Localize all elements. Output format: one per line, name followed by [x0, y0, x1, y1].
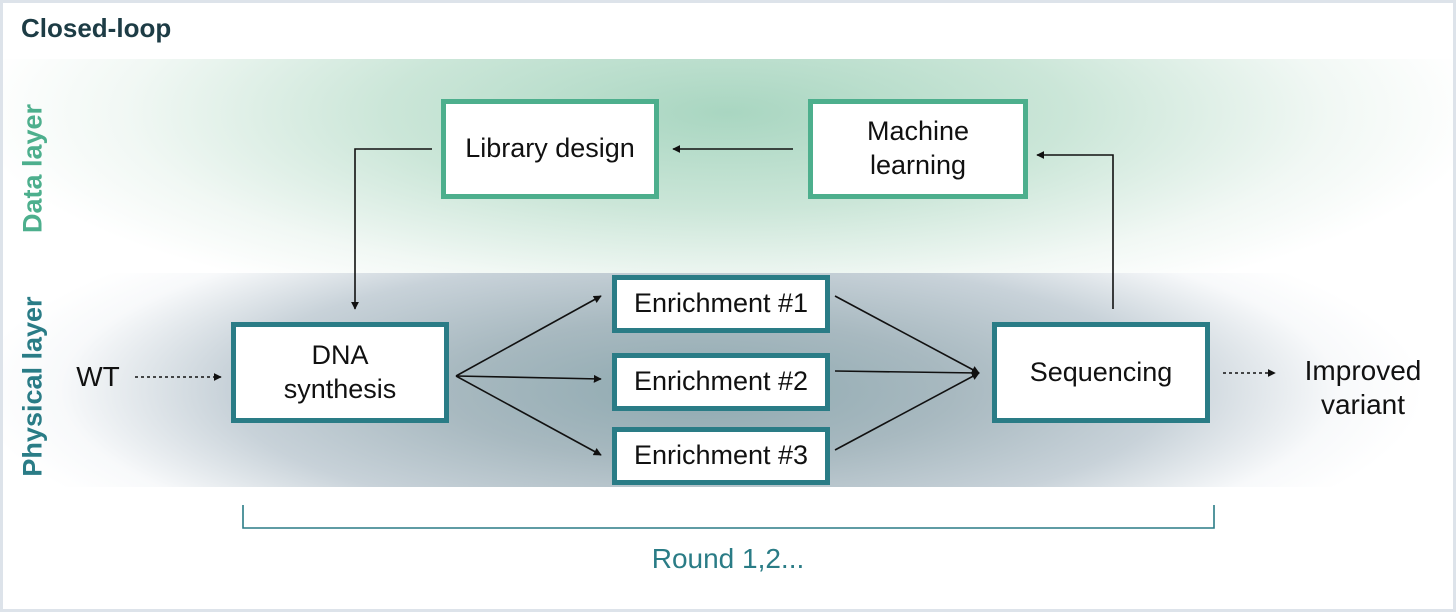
wt-label: WT — [76, 361, 120, 392]
enrichment-1-node: Enrichment #1 — [612, 275, 830, 333]
library-design-node: Library design — [441, 99, 659, 199]
arrow-enrich3-to-seq — [834, 372, 980, 451]
arrow-dna-to-enrich1 — [455, 295, 602, 377]
machine-learning-node: Machine learning — [808, 99, 1028, 199]
arrow-enrich2-to-seq — [834, 368, 980, 377]
arrow-enrich1-to-seq — [834, 295, 980, 374]
enrichment-3-label: Enrichment #3 — [633, 440, 809, 471]
dna-synthesis-label: DNA synthesis — [283, 339, 397, 404]
round-bracket — [242, 505, 1215, 529]
enrichment-2-node: Enrichment #2 — [612, 353, 830, 411]
machine-learning-label: Machine learning — [866, 116, 970, 180]
sequencing-label: Sequencing — [1029, 356, 1173, 387]
dna-synthesis-node: DNA synthesis — [231, 322, 449, 423]
sequencing-node: Sequencing — [992, 322, 1210, 423]
enrichment-1-label: Enrichment #1 — [633, 288, 809, 319]
enrichment-3-node: Enrichment #3 — [612, 427, 830, 485]
arrow-dna-to-enrich3 — [455, 375, 602, 456]
enrichment-2-label: Enrichment #2 — [633, 366, 809, 397]
connector-layer — [135, 145, 1276, 529]
arrow-library-to-dna — [351, 148, 432, 310]
arrow-dna-to-enrich2 — [455, 374, 602, 383]
improved-variant-label: Improved variant — [1304, 355, 1422, 420]
diagram-title: Closed-loop — [21, 13, 172, 43]
library-design-label: Library design — [465, 133, 635, 164]
round-label: Round 1,2... — [651, 543, 805, 574]
data-layer-band — [3, 59, 1453, 273]
arrow-seq-to-ml — [1036, 151, 1114, 309]
